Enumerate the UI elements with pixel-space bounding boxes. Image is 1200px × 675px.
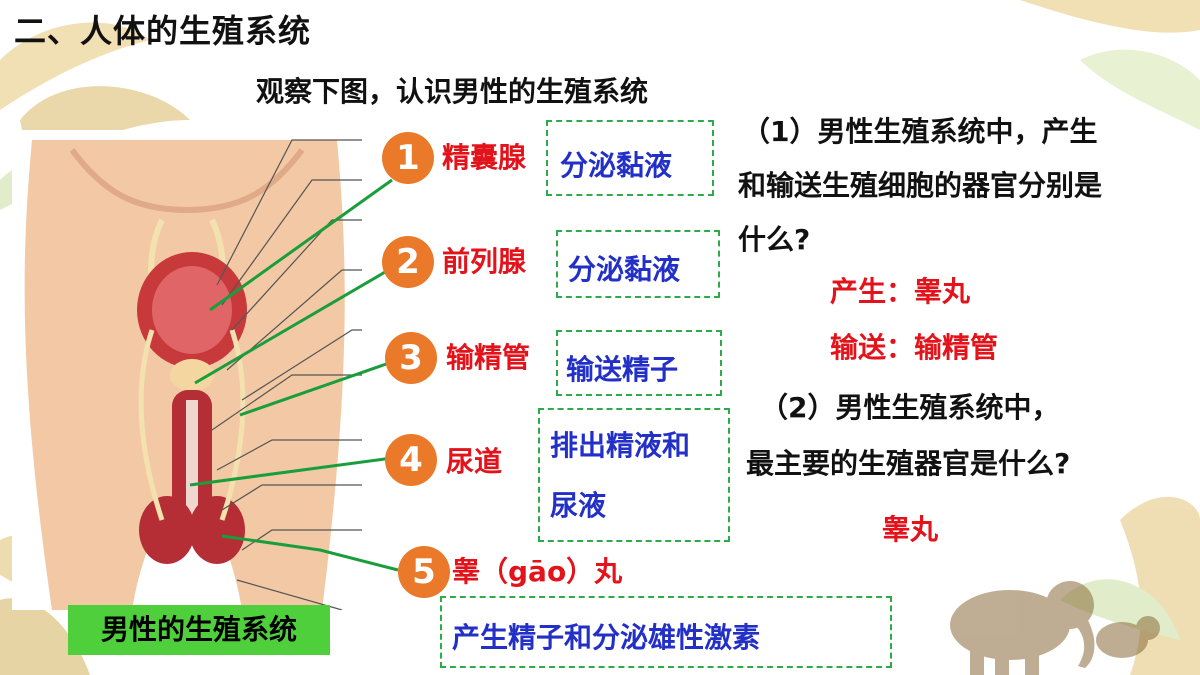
function-box-5: 产生精子和分泌雄性激素 [440, 596, 892, 668]
organ-label-prostate: 前列腺 [442, 245, 527, 278]
slide-title: 二、人体的生殖系统 [14, 12, 312, 50]
organ-label-testis: 睾（gāo）丸 [452, 555, 623, 588]
pointer-line-3 [239, 360, 393, 417]
pointer-line-4 [189, 456, 393, 487]
question1-line1: （1）男性生殖系统中，产生 [742, 115, 1098, 148]
question1-line2: 和输送生殖细胞的器官分别是 [738, 169, 1103, 202]
number-badge-1: 1 [382, 132, 434, 184]
function-box-3: 输送精子 [556, 330, 722, 396]
answer2-testis: 睾丸 [882, 513, 939, 546]
slide-subtitle: 观察下图，认识男性的生殖系统 [256, 75, 649, 108]
male-reproductive-figure [12, 130, 362, 610]
answer1-transport: 输送：输精管 [830, 331, 999, 364]
question1-line3: 什么? [738, 223, 811, 256]
number-badge-2: 2 [382, 236, 434, 288]
organ-label-vas-deferens: 输精管 [446, 341, 531, 374]
function-text-4-line1: 排出精液和 [550, 429, 691, 462]
pointer-line-1 [209, 178, 393, 312]
function-text-1: 分泌黏液 [560, 149, 673, 182]
pointer-line-5 [221, 534, 399, 572]
function-text-5: 产生精子和分泌雄性激素 [452, 621, 761, 654]
question2-line1: （2）男性生殖系统中， [760, 391, 1060, 424]
function-box-1: 分泌黏液 [546, 120, 714, 196]
organ-label-urethra: 尿道 [446, 445, 503, 478]
number-badge-4: 4 [385, 434, 437, 486]
function-text-4-line2: 尿液 [550, 489, 607, 522]
function-box-4: 排出精液和 尿液 [538, 408, 730, 542]
organ-label-seminal-vesicle: 精囊腺 [442, 141, 527, 174]
function-text-3: 输送精子 [566, 353, 679, 386]
answer1-produce: 产生：睾丸 [830, 275, 971, 308]
number-badge-5: 5 [398, 546, 450, 598]
question2-line2: 最主要的生殖器官是什么? [746, 447, 1071, 480]
pointer-line-2 [194, 266, 393, 385]
function-text-2: 分泌黏液 [568, 253, 681, 286]
number-badge-3: 3 [385, 332, 437, 384]
figure-caption: 男性的生殖系统 [68, 605, 330, 655]
function-box-2: 分泌黏液 [556, 230, 720, 298]
